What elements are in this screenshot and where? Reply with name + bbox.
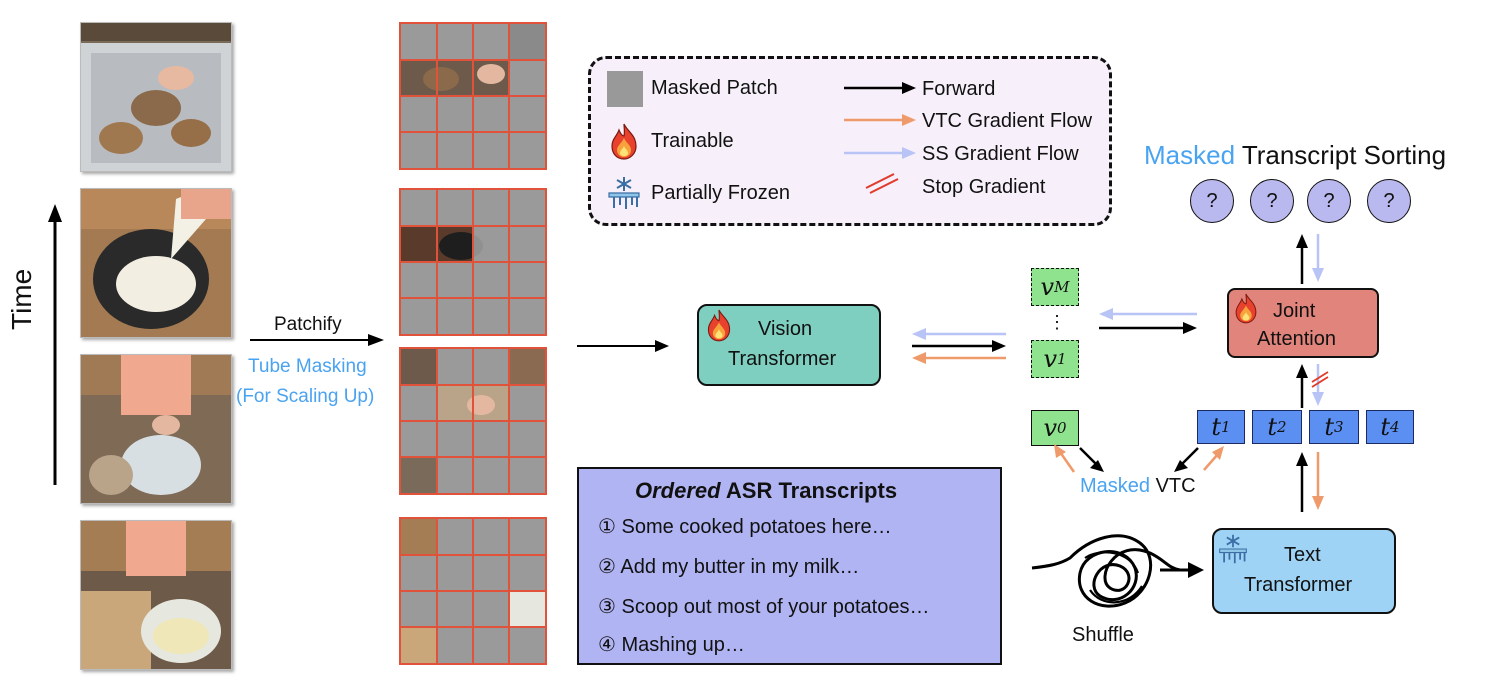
sorting-title: Masked Transcript Sorting [1144, 140, 1446, 171]
transcript-item-4: ④ Mashing up… [598, 632, 745, 657]
patch-grid-2 [399, 188, 547, 336]
joint-to-sorting-arrows [1296, 234, 1324, 284]
patchify-label: Patchify [274, 314, 342, 335]
joint-attention-box [1227, 288, 1379, 358]
tube-masking-label: Tube Masking [248, 356, 367, 377]
patch-grid-4 [399, 517, 547, 665]
transcript-num-1: ① [598, 514, 616, 538]
sorting-slot-1: ? [1190, 179, 1234, 223]
legend-arrows [844, 82, 916, 194]
legend-forward: Forward [922, 78, 996, 100]
snowflake-icon [608, 177, 640, 209]
vision-transformer-label-1: Vision [758, 318, 813, 340]
sorting-slot-3: ? [1307, 179, 1351, 223]
tokens-to-joint-arrows [1099, 308, 1197, 334]
joint-attention-label-1: Joint [1273, 300, 1316, 322]
transcript-item-3: ③ Scoop out most of your potatoes… [598, 594, 929, 619]
patch-grid-3 [399, 347, 547, 495]
visual-token-ellipsis: ⋮ [1048, 312, 1066, 332]
legend-box [588, 56, 1112, 226]
text-transformer-label-1: Text [1284, 544, 1321, 566]
transcript-num-3: ③ [598, 594, 616, 618]
legend-partially-frozen: Partially Frozen [651, 182, 790, 204]
shuffle-icon [1031, 534, 1204, 608]
patch-grid-1 [399, 22, 547, 170]
video-frame-1 [80, 22, 232, 172]
video-frame-3 [80, 354, 232, 504]
sorting-slot-2: ? [1250, 179, 1294, 223]
joint-attention-label-2: Attention [1257, 328, 1336, 350]
vtc-arrows [1054, 444, 1224, 473]
transcripts-title-italic: Ordered [635, 478, 721, 503]
flame-icon [707, 309, 731, 342]
transcripts-box [577, 467, 1002, 665]
legend-ss-gradient: SS Gradient Flow [922, 143, 1079, 165]
transcripts-title: Ordered ASR Transcripts [635, 478, 897, 504]
vision-transformer-box [697, 304, 881, 386]
text-transformer-arrows [1296, 452, 1324, 512]
sorting-rest: Transcript Sorting [1241, 140, 1447, 170]
masked-vtc-masked-word: Masked [1080, 475, 1151, 497]
vision-transformer-label-2: Transformer [728, 348, 837, 370]
transcript-text-4: Mashing up… [621, 634, 745, 656]
patchify-arrow [250, 334, 384, 346]
masked-vtc-label: Masked VTC [1080, 475, 1196, 498]
vision-token-arrows [912, 328, 1006, 364]
transcripts-title-rest: ASR Transcripts [725, 478, 898, 503]
time-arrow [48, 204, 62, 485]
transcript-text-1: Some cooked potatoes here… [621, 516, 892, 538]
time-label: Time [6, 268, 37, 330]
transcript-text-3: Scoop out most of your potatoes… [621, 596, 930, 618]
legend-masked-patch: Masked Patch [651, 77, 778, 99]
transcript-text-2: Add my butter in my milk… [620, 556, 860, 578]
video-frame-2 [80, 188, 232, 338]
video-frame-4 [80, 520, 232, 670]
sorting-slot-4: ? [1367, 179, 1411, 223]
masked-patch-swatch [607, 71, 643, 107]
flame-icon [1235, 293, 1257, 324]
legend-trainable: Trainable [651, 130, 734, 152]
text-transformer-box [1212, 528, 1396, 614]
transcript-item-1: ① Some cooked potatoes here… [598, 514, 892, 539]
transcript-num-2: ② [598, 554, 616, 578]
sorting-masked-word: Masked [1144, 140, 1236, 170]
masked-vtc-rest: VTC [1155, 475, 1196, 497]
transcript-num-4: ④ [598, 632, 616, 656]
flame-icon [611, 123, 637, 160]
shuffle-label: Shuffle [1072, 624, 1134, 646]
legend-stop-gradient: Stop Gradient [922, 176, 1046, 198]
snowflake-icon [1219, 534, 1247, 564]
text-transformer-label-2: Transformer [1244, 574, 1353, 596]
transcript-item-2: ② Add my butter in my milk… [598, 554, 859, 579]
legend-vtc-gradient: VTC Gradient Flow [922, 110, 1093, 132]
tube-masking-note: (For Scaling Up) [236, 386, 375, 407]
text-to-joint-arrows [1296, 364, 1329, 408]
grids-to-vision-arrow [577, 340, 669, 352]
